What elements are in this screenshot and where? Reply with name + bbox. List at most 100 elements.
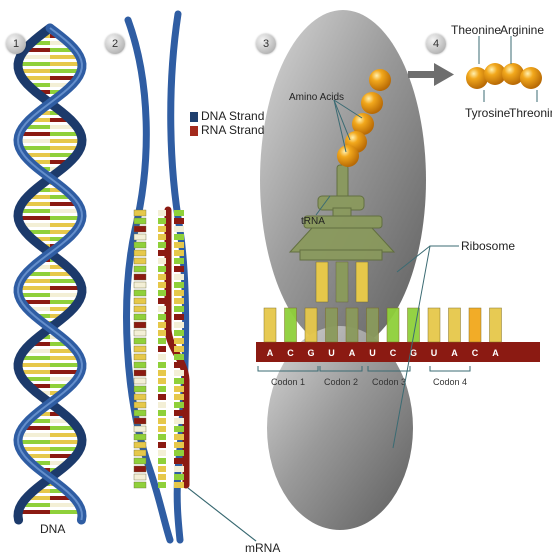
dna-base bbox=[134, 298, 146, 304]
dna-base bbox=[134, 370, 146, 376]
dna-base bbox=[134, 210, 146, 216]
step-badge-1: 1 bbox=[6, 34, 26, 54]
rna-base bbox=[174, 370, 184, 376]
dna-base-pair bbox=[50, 62, 82, 66]
rna-base bbox=[174, 290, 184, 296]
dna-base bbox=[158, 434, 166, 440]
legend-swatches bbox=[190, 112, 198, 136]
dna-base-pair bbox=[50, 139, 82, 143]
dna-base bbox=[158, 450, 166, 456]
dna-base bbox=[134, 482, 146, 488]
rna-base bbox=[174, 458, 184, 464]
amino-chain-bead-3 bbox=[520, 67, 542, 89]
dna-base-pair bbox=[50, 363, 82, 367]
rna-base bbox=[174, 482, 184, 488]
dna-base bbox=[158, 322, 166, 328]
amino-label-arginine: Arginine bbox=[500, 23, 544, 37]
dna-base-pair bbox=[50, 510, 81, 514]
amino-label-threonine: Threonine bbox=[509, 106, 552, 120]
dna-base bbox=[134, 274, 146, 280]
rna-base bbox=[174, 394, 184, 400]
dna-base bbox=[134, 242, 146, 248]
dna-base bbox=[158, 242, 166, 248]
rna-base bbox=[174, 282, 184, 288]
mrna-base-bar bbox=[305, 308, 317, 342]
mrna-base-letter: A bbox=[267, 348, 274, 358]
rna-base bbox=[174, 434, 184, 440]
dna-base bbox=[134, 450, 146, 456]
dna-base bbox=[134, 338, 146, 344]
anticodon-base bbox=[356, 262, 368, 302]
dna-base bbox=[158, 386, 166, 392]
rna-base bbox=[174, 306, 184, 312]
mrna-base-letter: C bbox=[287, 348, 294, 358]
rna-base bbox=[174, 346, 184, 352]
mrna-base-bar bbox=[387, 308, 399, 342]
mrna-base-bar bbox=[469, 308, 481, 342]
codon-label: Codon 2 bbox=[324, 377, 358, 387]
dna-base bbox=[158, 330, 166, 336]
dna-base bbox=[158, 402, 166, 408]
mrna-base-letter: C bbox=[472, 348, 479, 358]
dna-base bbox=[134, 394, 146, 400]
dna-base bbox=[134, 346, 146, 352]
dna-base-pair bbox=[19, 286, 50, 290]
mrna-base-letter: U bbox=[369, 348, 376, 358]
dna-base bbox=[158, 234, 166, 240]
dna-base bbox=[158, 378, 166, 384]
rna-base bbox=[174, 378, 184, 384]
mrna-base-bar bbox=[346, 308, 358, 342]
dna-base bbox=[158, 394, 166, 400]
dna-base bbox=[158, 418, 166, 424]
step-badge-3: 3 bbox=[256, 34, 276, 54]
amino-label-theonine: Theonine bbox=[451, 23, 501, 37]
dna-base bbox=[158, 266, 166, 272]
dna-base bbox=[134, 330, 146, 336]
rna-base bbox=[174, 234, 184, 240]
dna-base bbox=[158, 314, 166, 320]
dna-base bbox=[158, 362, 166, 368]
rna-base bbox=[174, 442, 184, 448]
rna-base bbox=[174, 386, 184, 392]
dna-base bbox=[158, 274, 166, 280]
mrna-base-letter: U bbox=[431, 348, 438, 358]
legend-rna-label: RNA Strand bbox=[201, 123, 264, 137]
dna-base bbox=[134, 474, 146, 480]
dna-base bbox=[158, 370, 166, 376]
rna-base bbox=[174, 402, 184, 408]
step-badge-4: 4 bbox=[426, 34, 446, 54]
rna-base bbox=[174, 226, 184, 232]
dna-base bbox=[134, 378, 146, 384]
dna-base bbox=[134, 218, 146, 224]
dna-base bbox=[134, 426, 146, 432]
dna-base bbox=[134, 362, 146, 368]
dna-base bbox=[134, 442, 146, 448]
dna-base bbox=[134, 266, 146, 272]
rna-base bbox=[174, 474, 184, 480]
dna-base bbox=[158, 290, 166, 296]
mrna-base-bar bbox=[490, 308, 502, 342]
dna-base bbox=[134, 290, 146, 296]
dna-unzipped-strands bbox=[127, 14, 256, 541]
rna-base bbox=[174, 354, 184, 360]
dna-base bbox=[134, 458, 146, 464]
arrow-right-icon bbox=[408, 63, 454, 86]
trna-anticodon-bases bbox=[316, 262, 368, 302]
rna-base bbox=[174, 218, 184, 224]
dna-base bbox=[158, 410, 166, 416]
dna-base bbox=[158, 346, 166, 352]
dna-base bbox=[134, 322, 146, 328]
step-badge-2: 2 bbox=[105, 34, 125, 54]
codon-bracket bbox=[430, 366, 470, 371]
amino-acids-label: Amino Acids bbox=[289, 92, 344, 103]
dna-base bbox=[134, 466, 146, 472]
mrna-base-bar bbox=[285, 308, 297, 342]
mrna-base-letter: U bbox=[328, 348, 335, 358]
dna-base bbox=[158, 226, 166, 232]
rna-base bbox=[174, 258, 184, 264]
rna-base bbox=[174, 362, 184, 368]
rna-base bbox=[174, 418, 184, 424]
anticodon-base bbox=[316, 262, 328, 302]
dna-base bbox=[158, 442, 166, 448]
